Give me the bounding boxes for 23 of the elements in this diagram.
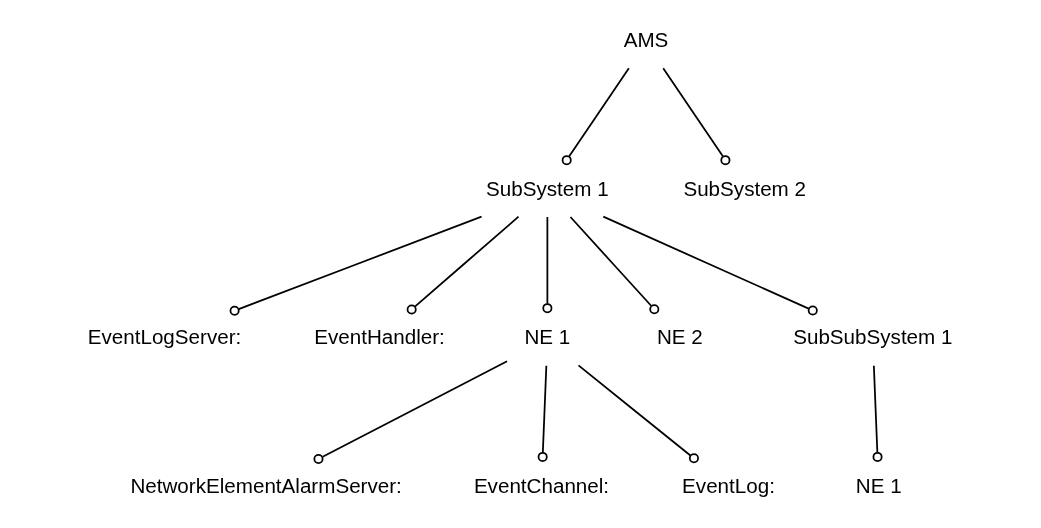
node-text: EventChannel: bbox=[473, 473, 610, 497]
node-text: SubSystem 2 bbox=[683, 176, 806, 200]
node-text: NE 1 bbox=[855, 473, 902, 497]
node-text: NE 1 bbox=[524, 324, 571, 348]
connector bbox=[577, 364, 699, 463]
connector bbox=[313, 359, 508, 464]
connector bbox=[542, 215, 553, 313]
node-text: NE 2 bbox=[657, 324, 703, 348]
node-text: SubSystem 1 bbox=[486, 176, 609, 200]
node-text: SubSubSystem 1 bbox=[793, 324, 953, 348]
connector bbox=[406, 215, 520, 314]
node-text: EventLogServer: bbox=[87, 324, 242, 348]
node-text: EventLog: bbox=[682, 473, 775, 497]
node-text: NetworkElementAlarmServer: bbox=[130, 473, 402, 497]
node-text: AMS bbox=[623, 27, 669, 51]
connector bbox=[229, 215, 483, 316]
connector bbox=[602, 215, 818, 315]
connector bbox=[569, 215, 660, 314]
connector bbox=[662, 66, 731, 165]
connector bbox=[872, 364, 883, 462]
connector bbox=[537, 364, 548, 462]
node-text: EventHandler: bbox=[314, 324, 445, 348]
connector bbox=[561, 66, 630, 165]
